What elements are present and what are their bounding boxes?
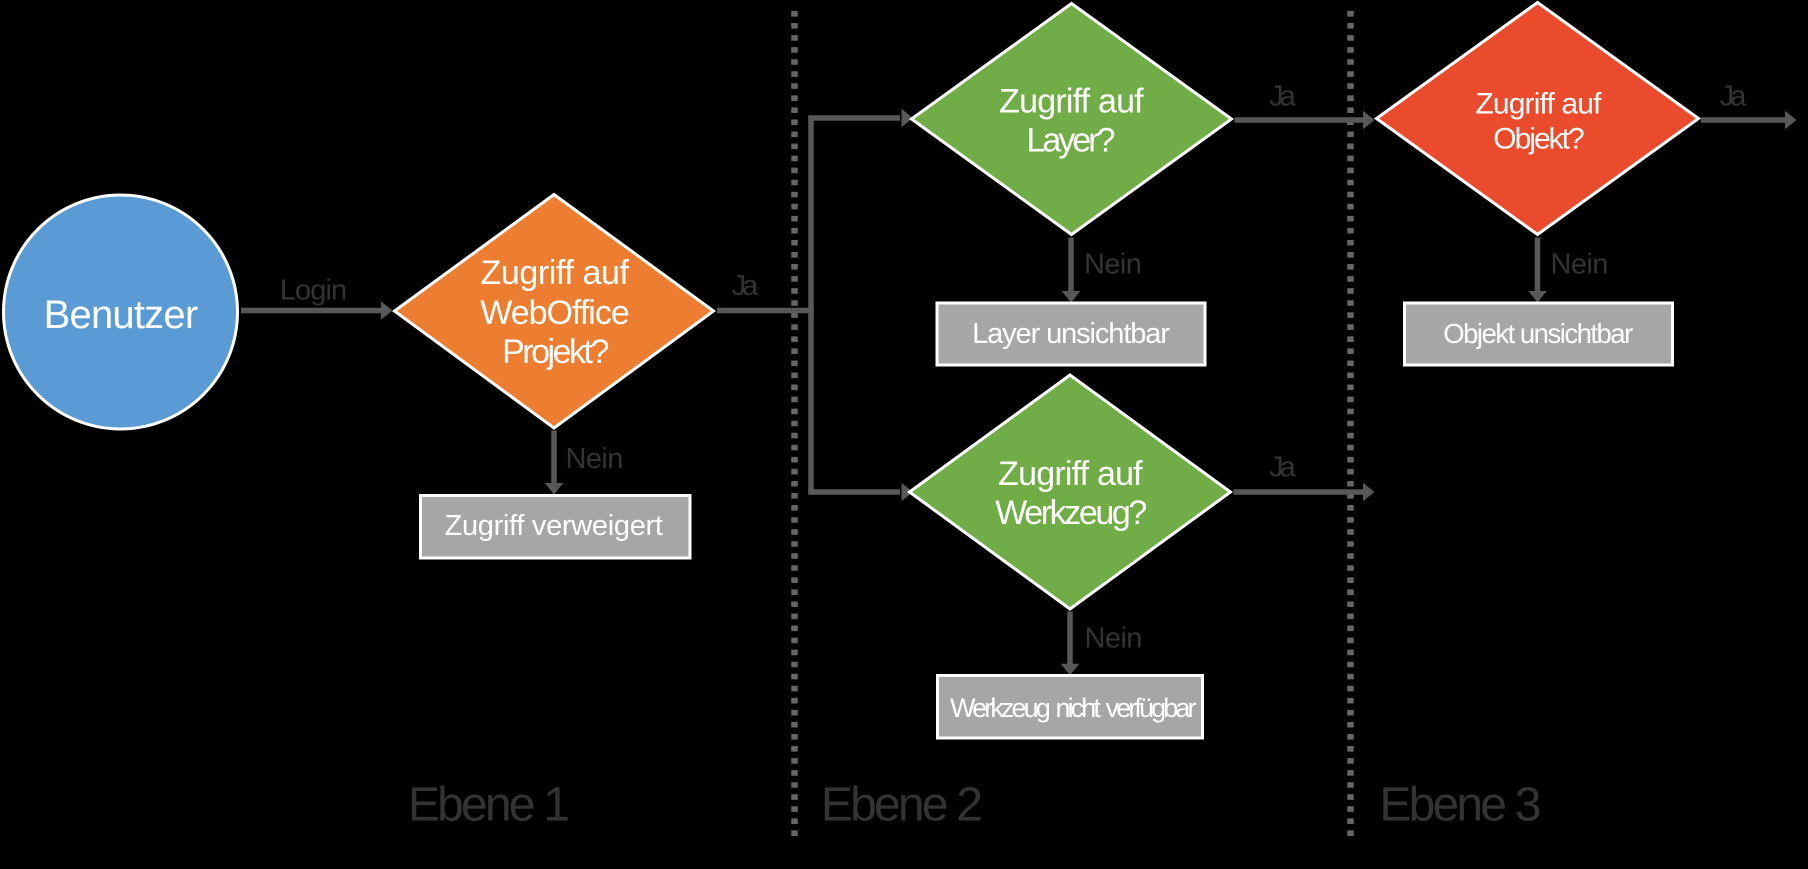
svg-text:Werkzeug nicht verfügbar: Werkzeug nicht verfügbar (950, 693, 1196, 723)
svg-text:Ebene 2: Ebene 2 (821, 779, 981, 832)
svg-text:Nein: Nein (566, 443, 623, 475)
svg-text:Layer?: Layer? (1027, 121, 1115, 159)
svg-text:Ebene 1: Ebene 1 (408, 779, 568, 832)
svg-text:Benutzer: Benutzer (44, 293, 198, 337)
svg-text:Objekt?: Objekt? (1493, 123, 1584, 156)
svg-text:Projekt?: Projekt? (502, 333, 608, 371)
svg-text:Zugriff auf: Zugriff auf (999, 82, 1144, 120)
svg-text:Zugriff auf: Zugriff auf (1475, 87, 1602, 120)
svg-text:Login: Login (280, 275, 346, 307)
svg-text:Objekt unsichtbar: Objekt unsichtbar (1443, 318, 1633, 349)
svg-text:Nein: Nein (1084, 249, 1141, 281)
svg-text:Nein: Nein (1085, 623, 1142, 655)
svg-text:Ebene 3: Ebene 3 (1379, 779, 1539, 832)
svg-text:Zugriff auf: Zugriff auf (480, 254, 629, 292)
svg-text:Zugriff auf: Zugriff auf (998, 455, 1143, 493)
svg-text:Zugriff verweigert: Zugriff verweigert (445, 510, 663, 542)
svg-text:WebOffice: WebOffice (480, 294, 629, 332)
svg-text:Nein: Nein (1551, 249, 1608, 281)
svg-text:Werkzeug?: Werkzeug? (995, 494, 1146, 532)
svg-text:Layer unsichtbar: Layer unsichtbar (972, 318, 1170, 350)
